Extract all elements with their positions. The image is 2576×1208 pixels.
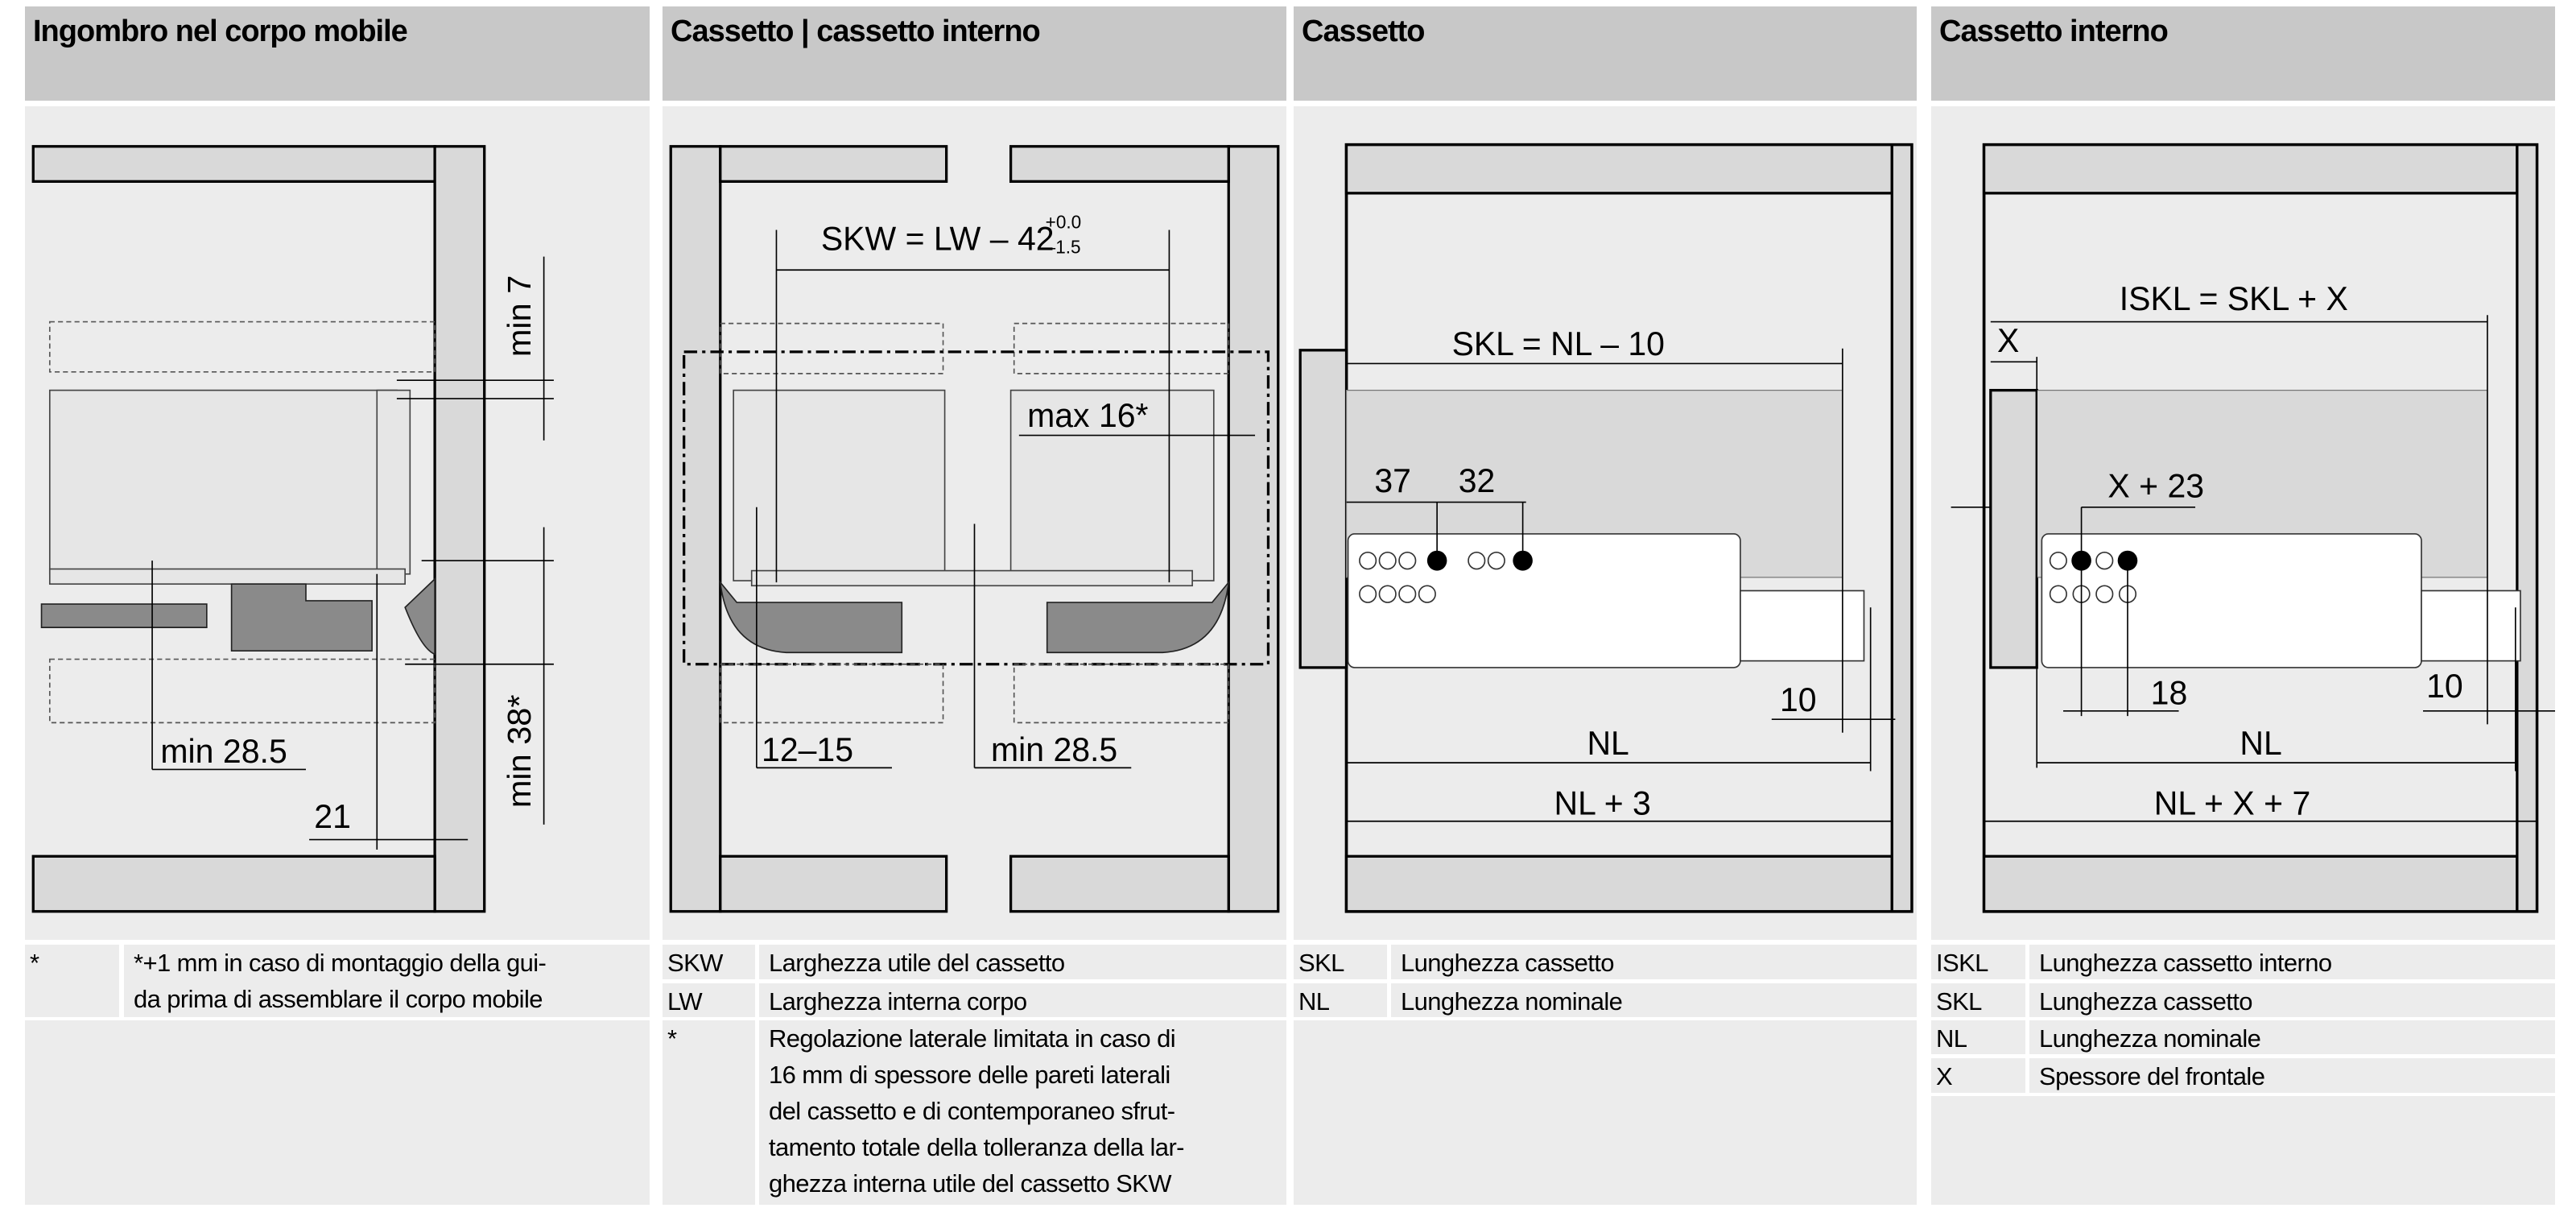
back-strip (2516, 143, 2539, 913)
header-title: Cassetto (1302, 14, 1425, 48)
left-wall (669, 145, 722, 913)
lower-drawer-outline (48, 658, 436, 724)
legend-line: tamento totale della tolleranza della la… (769, 1133, 1185, 1161)
legend-value: Lunghezza nominale (2029, 1020, 2555, 1054)
bottom-shelf (31, 854, 436, 913)
header-title: Ingombro nel corpo mobile (33, 14, 408, 48)
legend-key: NL (1931, 1020, 2025, 1054)
drawer-left (733, 389, 946, 581)
legend-value: Lunghezza cassetto (1391, 945, 1917, 979)
drawer-bottom (48, 568, 406, 585)
dim-x-23: X + 23 (2107, 467, 2204, 504)
side-wall (433, 145, 486, 913)
dim-37: 37 (1374, 462, 1411, 499)
diagram-cassetto-interno: SKW = LW – 42 +0.0 –1.5 max 16* 12–15 mi… (663, 106, 1286, 940)
legend-line: 16 mm di spessore delle pareti laterali (769, 1061, 1170, 1089)
legend-text: *+1 mm in caso di montaggio della gui-da… (134, 949, 547, 1013)
bracket (404, 577, 436, 656)
dim-12-15: 12–15 (762, 731, 853, 768)
legend-key: LW (663, 983, 755, 1017)
drawer-right (1009, 389, 1215, 581)
dim-min7: min 7 (501, 275, 538, 357)
dim-nl-x-7: NL + X + 7 (2154, 784, 2310, 821)
back-strip (1890, 143, 1913, 913)
right-wall (1227, 145, 1280, 913)
legend-key: SKW (663, 945, 755, 979)
tolerance-plus: +0.0 (1046, 211, 1082, 232)
dim-nl-3: NL + 3 (1554, 784, 1651, 821)
runners (719, 580, 1230, 654)
dim-min28-5: min 28.5 (160, 733, 287, 770)
dim-10: 10 (1780, 681, 1817, 718)
dim-x: X (1997, 322, 2019, 359)
dim-nl: NL (1587, 725, 1629, 762)
drawer-box (48, 389, 398, 575)
legend-key: ISKL (1931, 945, 2025, 979)
legend-value: Lunghezza nominale (1391, 983, 1917, 1017)
diagram-ingombro: min 7 min 38* min 28.5 21 (25, 106, 650, 940)
dim-10: 10 (2426, 668, 2463, 705)
drawer-front (1298, 349, 1348, 669)
legend-value: Larghezza utile del cassetto (759, 945, 1286, 979)
dim-18: 18 (2151, 674, 2188, 711)
dim-max16: max 16* (1027, 397, 1148, 434)
dim-min28-5: min 28.5 (991, 731, 1117, 768)
top-panel (1982, 143, 2519, 195)
legend-value: Larghezza interna corpo (759, 983, 1286, 1017)
bottom-shelf-left (719, 854, 948, 913)
dim-nl: NL (2240, 725, 2281, 762)
legend-key: * (663, 1020, 755, 1205)
legend-key: X (1931, 1058, 2025, 1093)
header-cassetto: Cassetto (1294, 6, 1917, 101)
top-shelf-left (719, 145, 948, 183)
top-panel (1344, 143, 1893, 195)
legend-key: SKL (1931, 983, 2025, 1017)
tolerance-minus: –1.5 (1046, 236, 1081, 257)
skw-formula: SKW = LW – 42 (821, 220, 1055, 257)
diagram-cassetto: SKL = NL – 10 37 32 10 NL NL + 3 (1294, 106, 1917, 940)
legend-key: * (25, 945, 119, 1017)
drawer-bottom (750, 569, 1193, 587)
upper-drawer-outline (48, 321, 436, 373)
inner-front (1989, 388, 2038, 669)
runner (40, 583, 373, 652)
diagram-cassetto-interno-only: ISKL = SKL + X X X + 23 18 10 NL NL + X … (1931, 106, 2555, 940)
header-ingombro: Ingombro nel corpo mobile (25, 6, 650, 101)
legend-empty (1294, 1020, 1917, 1205)
top-shelf (31, 145, 436, 183)
legend-line: del cassetto e di contemporaneo sfrut- (769, 1097, 1175, 1125)
legend-empty (25, 1020, 650, 1205)
legend-line: ghezza interna utile del cassetto SKW (769, 1169, 1172, 1198)
inner-drawer-outline (683, 350, 1270, 666)
bottom-panel (1982, 854, 2519, 913)
legend-value: Regolazione laterale limitata in caso di… (759, 1020, 1286, 1205)
legend-value: *+1 mm in caso di montaggio della gui-da… (124, 945, 650, 1017)
header-title: Cassetto | cassetto interno (671, 14, 1041, 48)
dim-min38: min 38* (501, 695, 538, 809)
drawer-side (376, 389, 411, 575)
bottom-panel (1344, 854, 1893, 913)
legend-value: Lunghezza cassetto (2029, 983, 2555, 1017)
legend-value: Lunghezza cassetto interno (2029, 945, 2555, 979)
legend-empty (1931, 1096, 2555, 1205)
header-cassetto-interno-only: Cassetto interno (1931, 6, 2555, 101)
header-title: Cassetto interno (1939, 14, 2169, 48)
dim-21: 21 (314, 798, 351, 835)
dim-32: 32 (1459, 462, 1496, 499)
legend-key: NL (1294, 983, 1387, 1017)
skl-formula: SKL = NL – 10 (1452, 325, 1665, 362)
header-cassetto-interno: Cassetto | cassetto interno (663, 6, 1286, 101)
top-shelf-right (1009, 145, 1230, 183)
iskl-formula: ISKL = SKL + X (2120, 280, 2348, 317)
bottom-shelf-right (1009, 854, 1230, 913)
legend-line: Regolazione laterale limitata in caso di (769, 1024, 1176, 1053)
legend-key: SKL (1294, 945, 1387, 979)
legend-value: Spessore del frontale (2029, 1058, 2555, 1093)
